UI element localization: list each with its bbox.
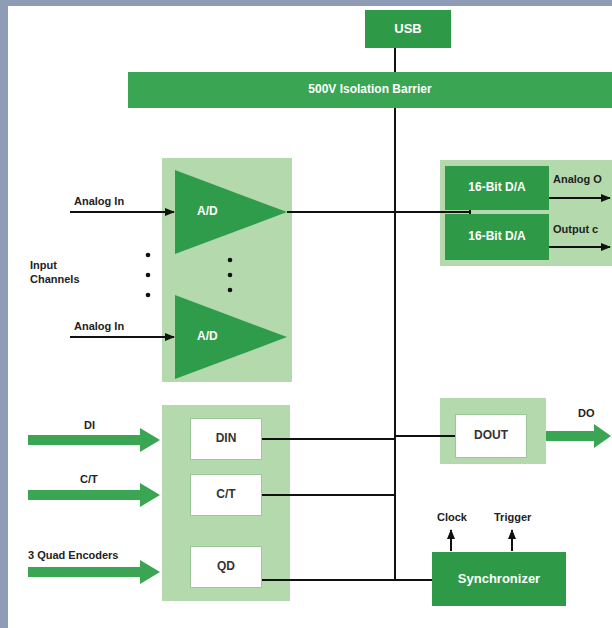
io-panel xyxy=(162,405,290,601)
signal-label: Analog In xyxy=(74,319,124,333)
signal-label: DO xyxy=(578,406,595,420)
signal-label: Analog In xyxy=(74,194,124,208)
box-label: 500V Isolation Barrier xyxy=(308,83,431,97)
signal-label: 3 Quad Encoders xyxy=(28,548,118,562)
box-label: USB xyxy=(394,22,421,37)
ellipsis-dot xyxy=(146,253,151,258)
signal-label: DI xyxy=(84,418,95,432)
signal-label: Input Channels xyxy=(30,258,92,286)
bus-arrow xyxy=(28,483,160,507)
bus-arrow xyxy=(28,428,160,452)
io-box: QD xyxy=(190,546,262,588)
signal-arrow xyxy=(70,211,174,213)
bus-line xyxy=(262,108,395,580)
ellipsis-dot xyxy=(228,273,233,278)
signal-arrow xyxy=(511,530,513,551)
triangle-shape xyxy=(175,295,287,379)
triangle-outline xyxy=(175,170,287,254)
converter-box: 16-Bit D/A xyxy=(445,214,549,260)
io-panel xyxy=(440,398,546,464)
synchronizer-box: Synchronizer xyxy=(432,552,566,606)
converter-box: 16-Bit D/A xyxy=(445,166,549,210)
box-label: QD xyxy=(217,560,235,574)
bus-line xyxy=(262,108,395,439)
bus-line xyxy=(395,108,455,436)
bus-line xyxy=(395,108,432,580)
box-label: DOUT xyxy=(474,429,508,443)
bus-arrow xyxy=(546,424,611,448)
signal-arrow xyxy=(549,197,610,199)
ellipsis-dot xyxy=(228,288,233,293)
box-label: A/D xyxy=(197,330,218,344)
signal-label: Analog O xyxy=(553,172,602,186)
frame-edge xyxy=(0,0,612,6)
frame-edge xyxy=(0,0,8,628)
triangle-outline xyxy=(175,295,287,379)
box-label: Synchronizer xyxy=(458,572,540,587)
io-box: DIN xyxy=(190,418,262,460)
box-label: A/D xyxy=(197,205,218,219)
box-label: C/T xyxy=(216,488,235,502)
signal-label: Clock xyxy=(437,510,467,524)
signal-arrow xyxy=(450,530,452,551)
signal-label: Output c xyxy=(553,222,598,236)
signal-arrow xyxy=(549,246,610,248)
ellipsis-dot xyxy=(146,293,151,298)
io-box: DOUT xyxy=(455,414,527,458)
converter-triangle: A/D xyxy=(175,295,287,379)
bus-line xyxy=(262,108,395,495)
signal-arrow xyxy=(70,336,174,338)
box-label: DIN xyxy=(216,432,237,446)
signal-label: C/T xyxy=(80,472,98,486)
ellipsis-dot xyxy=(228,258,233,263)
port-box: USB xyxy=(365,10,451,48)
signal-label: Trigger xyxy=(494,510,531,524)
ellipsis-dot xyxy=(146,273,151,278)
box-label: 16-Bit D/A xyxy=(468,230,525,244)
converter-panel xyxy=(162,158,292,382)
box-label: 16-Bit D/A xyxy=(468,181,525,195)
isolation-band: 500V Isolation Barrier xyxy=(128,72,612,108)
bus-line xyxy=(394,48,396,72)
bus-line xyxy=(287,108,395,212)
io-box: C/T xyxy=(190,474,262,516)
converter-triangle: A/D xyxy=(175,170,287,254)
bus-arrow xyxy=(28,560,160,584)
triangle-shape xyxy=(175,170,287,254)
